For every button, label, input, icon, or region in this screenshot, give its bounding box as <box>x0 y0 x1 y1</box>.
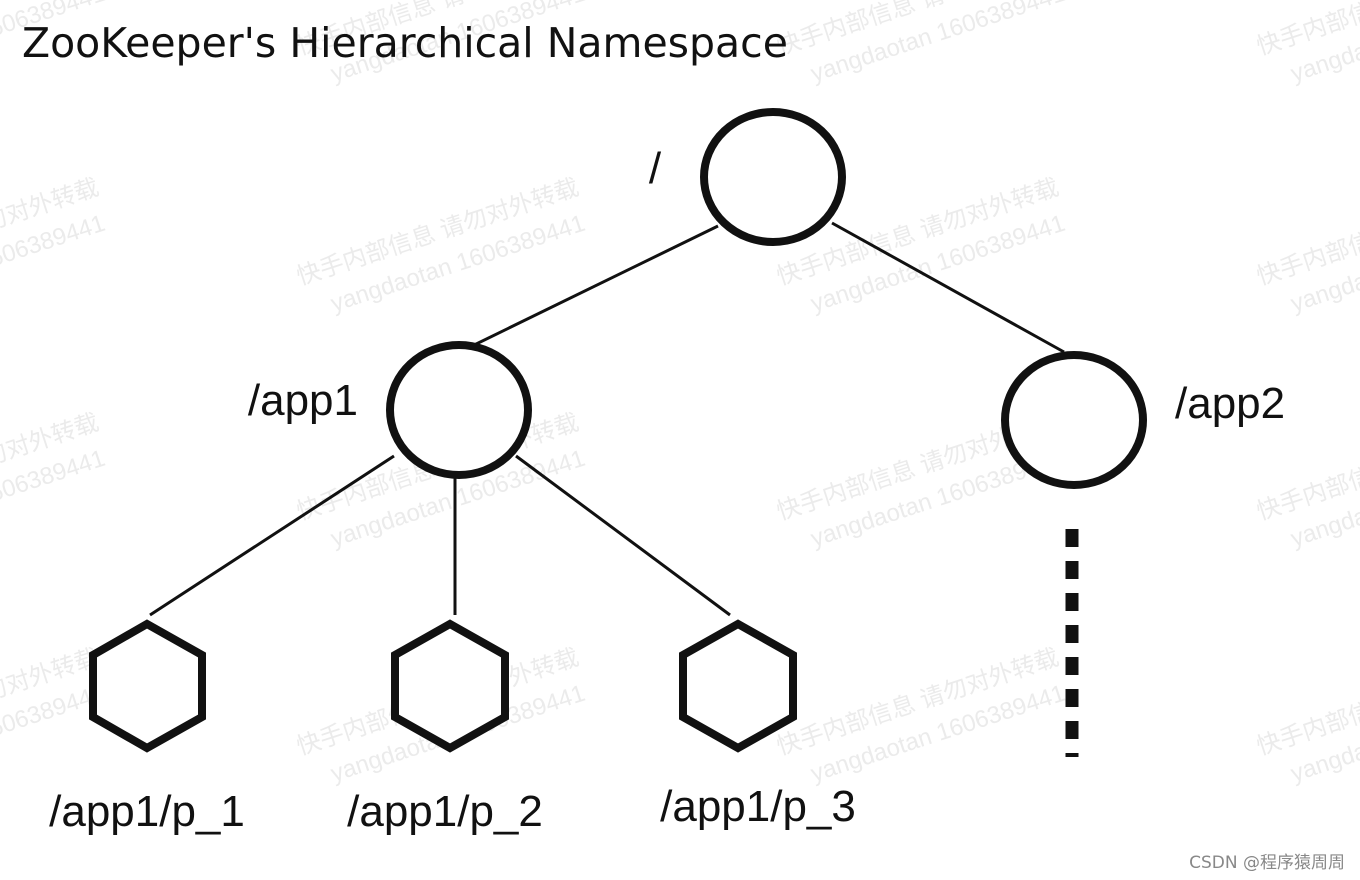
edge-app1-p1 <box>149 454 395 617</box>
edge-app1-p3 <box>515 454 731 617</box>
edges <box>149 221 1065 617</box>
edge-root-app2 <box>831 221 1065 354</box>
node-root-circle <box>700 108 846 246</box>
node-p2-hexagon <box>391 619 509 753</box>
edge-root-app1 <box>467 224 719 350</box>
node-p3-hexagon <box>679 619 797 753</box>
node-p3: /app1/p_3 <box>660 619 856 831</box>
node-app2: /app2 <box>1001 351 1285 489</box>
credit-text: CSDN @程序猿周周 <box>1189 853 1345 873</box>
node-p1-label: /app1/p_1 <box>49 787 245 836</box>
node-app1-circle <box>386 341 532 479</box>
node-p2-label: /app1/p_2 <box>347 787 543 836</box>
node-p3-label: /app1/p_3 <box>660 782 856 831</box>
node-p1-hexagon <box>89 619 206 753</box>
node-app1: /app1 <box>248 341 532 479</box>
node-app2-label: /app2 <box>1175 379 1285 428</box>
diagram-title: ZooKeeper's Hierarchical Namespace <box>22 19 788 67</box>
node-root: / <box>649 108 846 246</box>
node-p1: /app1/p_1 <box>49 619 245 836</box>
node-root-label: / <box>649 144 662 193</box>
node-app1-label: /app1 <box>248 376 358 425</box>
node-app2-circle <box>1001 351 1147 489</box>
node-p2: /app1/p_2 <box>347 619 543 836</box>
